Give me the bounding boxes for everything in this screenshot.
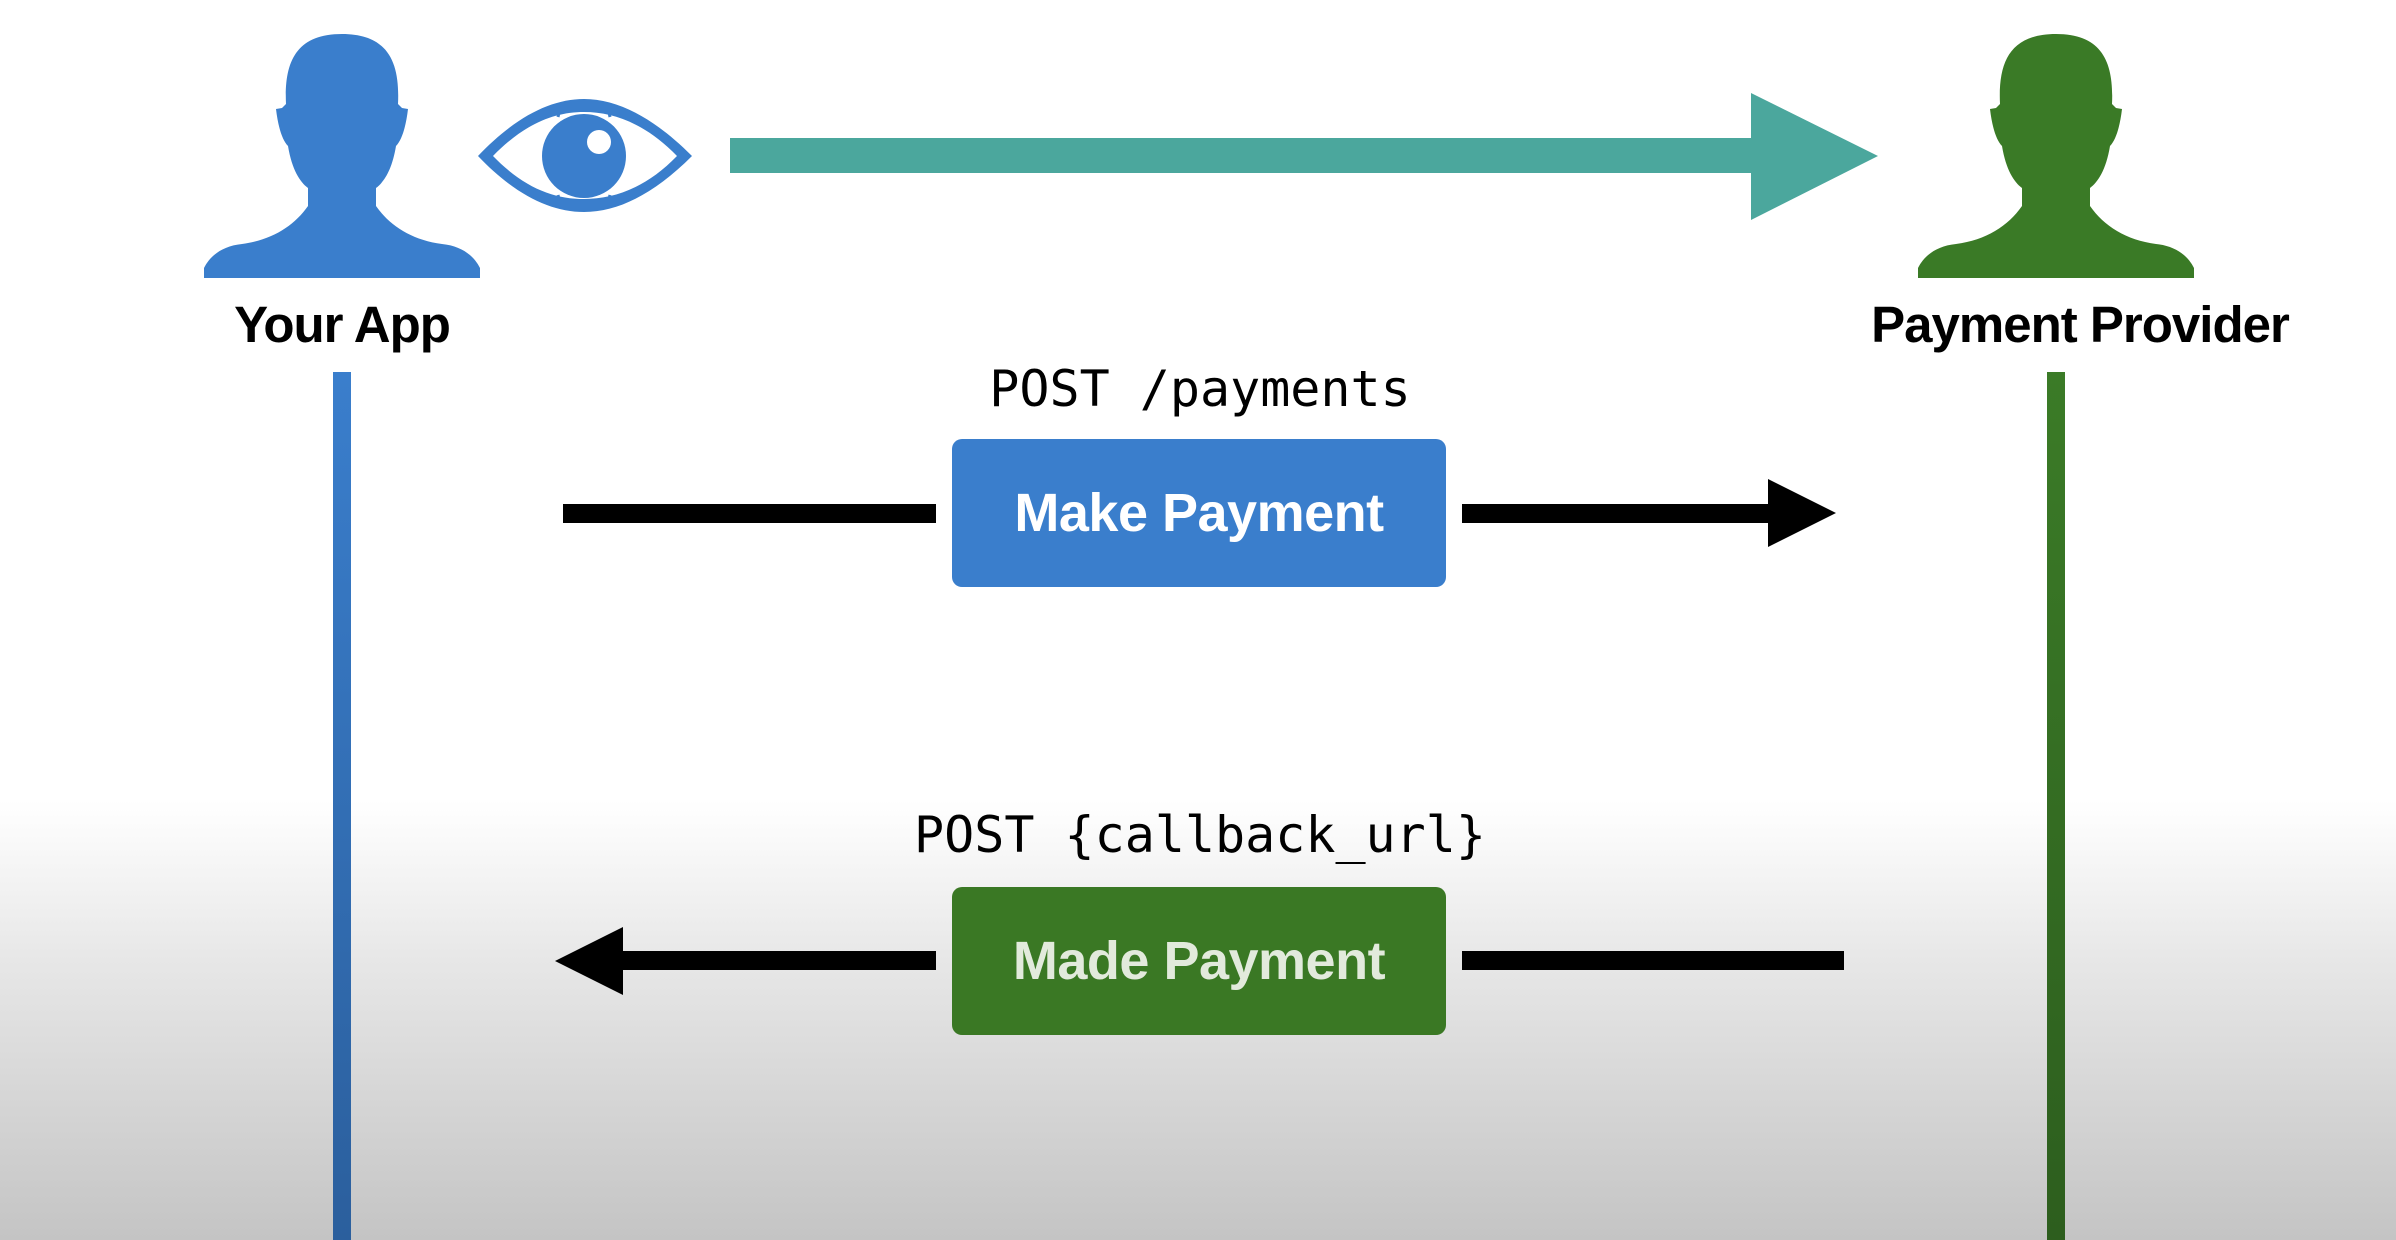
provider-person-icon: [1918, 34, 2194, 278]
request-arrow: [563, 479, 1836, 547]
made-payment-box[interactable]: Made Payment: [952, 887, 1446, 1035]
callback-endpoint-label: POST {callback_url}: [914, 806, 1486, 864]
response-arrow-left-segment: [620, 951, 936, 970]
request-endpoint-label: POST /payments: [989, 360, 1411, 418]
eye-icon: [478, 99, 692, 212]
request-arrow-right-segment: [1462, 504, 1772, 523]
observe-arrow-icon: [730, 93, 1878, 220]
arrow-left-icon: [555, 927, 623, 995]
make-payment-box[interactable]: Make Payment: [952, 439, 1446, 587]
app-person-icon: [204, 34, 480, 278]
request-arrow-left-segment: [563, 504, 936, 523]
response-arrow-right-segment: [1462, 951, 1844, 970]
response-arrow: [555, 927, 1844, 995]
made-payment-label: Made Payment: [1012, 931, 1386, 991]
provider-actor-label: Payment Provider: [1871, 296, 2290, 353]
app-actor-label: Your App: [234, 296, 451, 353]
app-lifeline: [333, 372, 351, 1240]
provider-lifeline: [2047, 372, 2065, 1240]
arrow-right-icon: [1768, 479, 1836, 547]
make-payment-label: Make Payment: [1014, 483, 1384, 543]
